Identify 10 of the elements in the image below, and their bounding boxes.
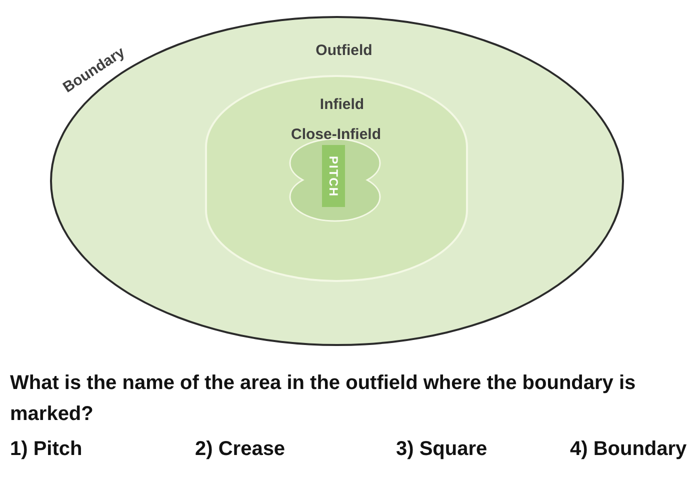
- answer-option: 2) Crease: [195, 434, 286, 465]
- question-text: What is the name of the area in the outfield where the boundary is marked?: [10, 371, 637, 427]
- answer-option: 4) Boundary: [570, 434, 687, 465]
- answer-option: 3) Square: [396, 434, 488, 465]
- answer-option: 1) Pitch: [10, 434, 82, 465]
- pitch-label: PITCH: [326, 156, 340, 196]
- area-label: Outfield: [316, 42, 372, 59]
- area-label: Infield: [320, 96, 364, 113]
- area-label: Close-Infield: [291, 126, 381, 143]
- pitch-strip: [322, 145, 345, 207]
